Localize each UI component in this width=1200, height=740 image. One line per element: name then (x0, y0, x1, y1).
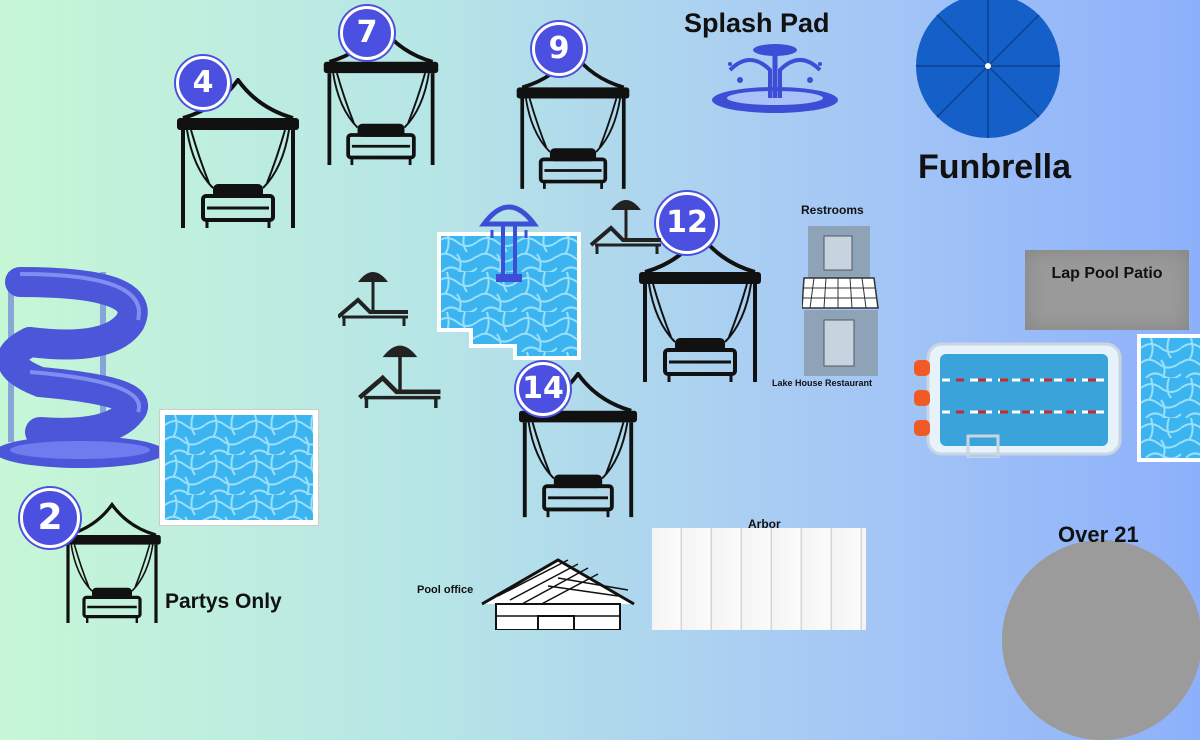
lap-pool-patio[interactable]: Lap Pool Patio (1025, 250, 1189, 330)
lounge-chair-icon (590, 198, 662, 254)
cabana-icon (637, 232, 763, 384)
restrooms-building[interactable] (802, 224, 880, 378)
over21-label: Over 21 (1058, 522, 1139, 547)
splash-pad-label: Splash Pad (684, 8, 830, 38)
lap-pool-icon[interactable] (912, 340, 1124, 458)
lake-house-label: Lake House Restaurant (772, 378, 873, 388)
lounge-chair-icon (338, 270, 408, 326)
cabana-badge-7[interactable]: 7 (340, 6, 394, 60)
cabana-badge-2[interactable]: 2 (20, 488, 80, 548)
cabana-badge-12[interactable]: 12 (656, 192, 718, 254)
splash-pad-icon[interactable] (710, 40, 840, 114)
cabana-12[interactable] (634, 232, 766, 392)
restrooms-label: Restrooms (801, 203, 864, 217)
arbor-label: Arbor (748, 517, 781, 531)
over21-area[interactable] (1002, 540, 1200, 740)
side-pool (1137, 334, 1200, 462)
arbor-area[interactable] (652, 528, 866, 630)
house-icon[interactable] (478, 556, 638, 630)
main-pool (437, 232, 581, 360)
pool-office-label: Pool office (417, 584, 474, 596)
lap-pool-patio-label: Lap Pool Patio (1051, 265, 1163, 282)
cabana-badge-14[interactable]: 14 (516, 362, 570, 416)
kiddie-pool (160, 410, 318, 525)
umbrella-icon[interactable] (914, 0, 1062, 140)
cabana-badge-4[interactable]: 4 (176, 56, 230, 110)
cabana-badge-9[interactable]: 9 (532, 22, 586, 76)
water-slide-icon[interactable] (0, 262, 170, 472)
lounge-chair-icon (357, 334, 443, 408)
partys-only-label: Partys Only (165, 590, 282, 613)
funbrella-label: Funbrella (918, 148, 1072, 186)
fountain-icon[interactable] (478, 196, 540, 286)
